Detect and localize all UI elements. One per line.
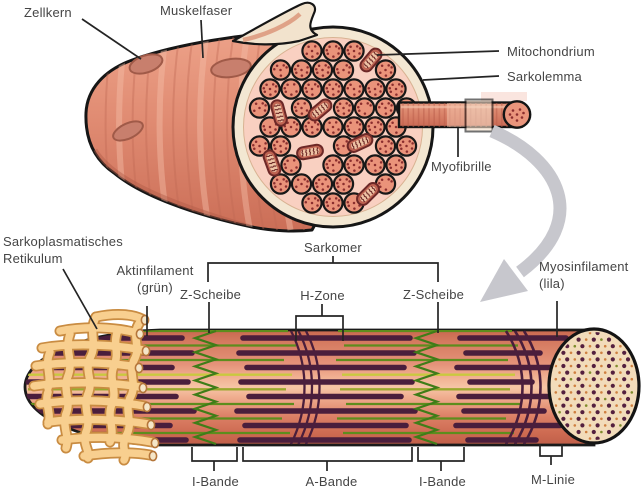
label-sarkolemma: Sarkolemma <box>507 69 582 84</box>
h-zone-bracket <box>295 304 344 341</box>
sarkomer-bracket <box>207 256 439 282</box>
sarcolemma-flap <box>231 1 319 46</box>
sr-leader <box>62 268 98 330</box>
m-linie-bracket <box>539 444 563 465</box>
label-i-bande-rechts: I-Bande <box>419 474 466 489</box>
zoom-arrow <box>480 125 567 302</box>
label-myosinfilament-text: Myosinfilament <box>539 259 629 274</box>
label-myosinfilament-farbe: (lila) <box>539 275 565 291</box>
leader-lines-and-brackets <box>62 18 563 471</box>
myofibril-cylinder-group <box>23 309 641 466</box>
label-a-bande: A-Bande <box>305 474 358 489</box>
cut-face-filament-dots <box>554 332 634 440</box>
myofibril-cross-sections <box>248 40 418 214</box>
muscle-fiber-group <box>84 1 532 233</box>
muskelfaser-leader <box>200 19 204 59</box>
label-myofibrille: Myofibrille <box>431 159 492 174</box>
cylinder-cut-face <box>547 327 641 445</box>
zellkern-leader <box>81 18 142 60</box>
highlight-smudge <box>481 92 527 101</box>
label-aktinfilament: Aktinfilament (grün) <box>107 263 203 297</box>
label-myosinfilament: Myosinfilament (lila) <box>539 259 629 293</box>
nucleus <box>112 120 144 142</box>
label-mitochondrium: Mitochondrium <box>507 44 595 59</box>
label-m-linie: M-Linie <box>530 472 576 487</box>
flap-underside-shading <box>242 12 302 43</box>
label-sarkomer: Sarkomer <box>304 240 362 255</box>
m-line-arcs <box>289 330 542 445</box>
label-zellkern: Zellkern <box>24 5 72 20</box>
label-muskelfaser: Muskelfaser <box>160 3 233 18</box>
pulled-myofibril-end-dots <box>508 108 525 122</box>
sarcoplasmic-reticulum <box>28 309 160 466</box>
sarkolemma-leader <box>422 75 500 81</box>
zoom-arrow-tail <box>489 125 567 278</box>
nucleus <box>210 57 252 79</box>
nucleus <box>128 53 164 75</box>
i-bande-links-bracket <box>191 447 238 471</box>
a-bande-bracket <box>242 447 413 471</box>
i-bande-rechts-bracket <box>417 447 465 471</box>
label-z-scheibe-links: Z-Scheibe <box>180 287 242 302</box>
zoom-arrow-head <box>480 259 528 302</box>
mitochondrium-leader <box>376 50 500 56</box>
label-aktinfilament-text: Aktinfilament <box>116 263 194 278</box>
label-sarkoplasmatisches-retikulum: Sarkoplasmatisches Retikulum <box>3 234 123 266</box>
label-z-scheibe-rechts: Z-Scheibe <box>403 287 465 302</box>
label-h-zone: H-Zone <box>300 288 345 303</box>
z-disc-zigzags <box>191 329 441 446</box>
label-i-bande-links: I-Bande <box>192 474 239 489</box>
label-aktinfilament-farbe: (grün) <box>137 279 173 295</box>
mitochondria <box>262 47 383 206</box>
zoom-box <box>464 98 494 133</box>
